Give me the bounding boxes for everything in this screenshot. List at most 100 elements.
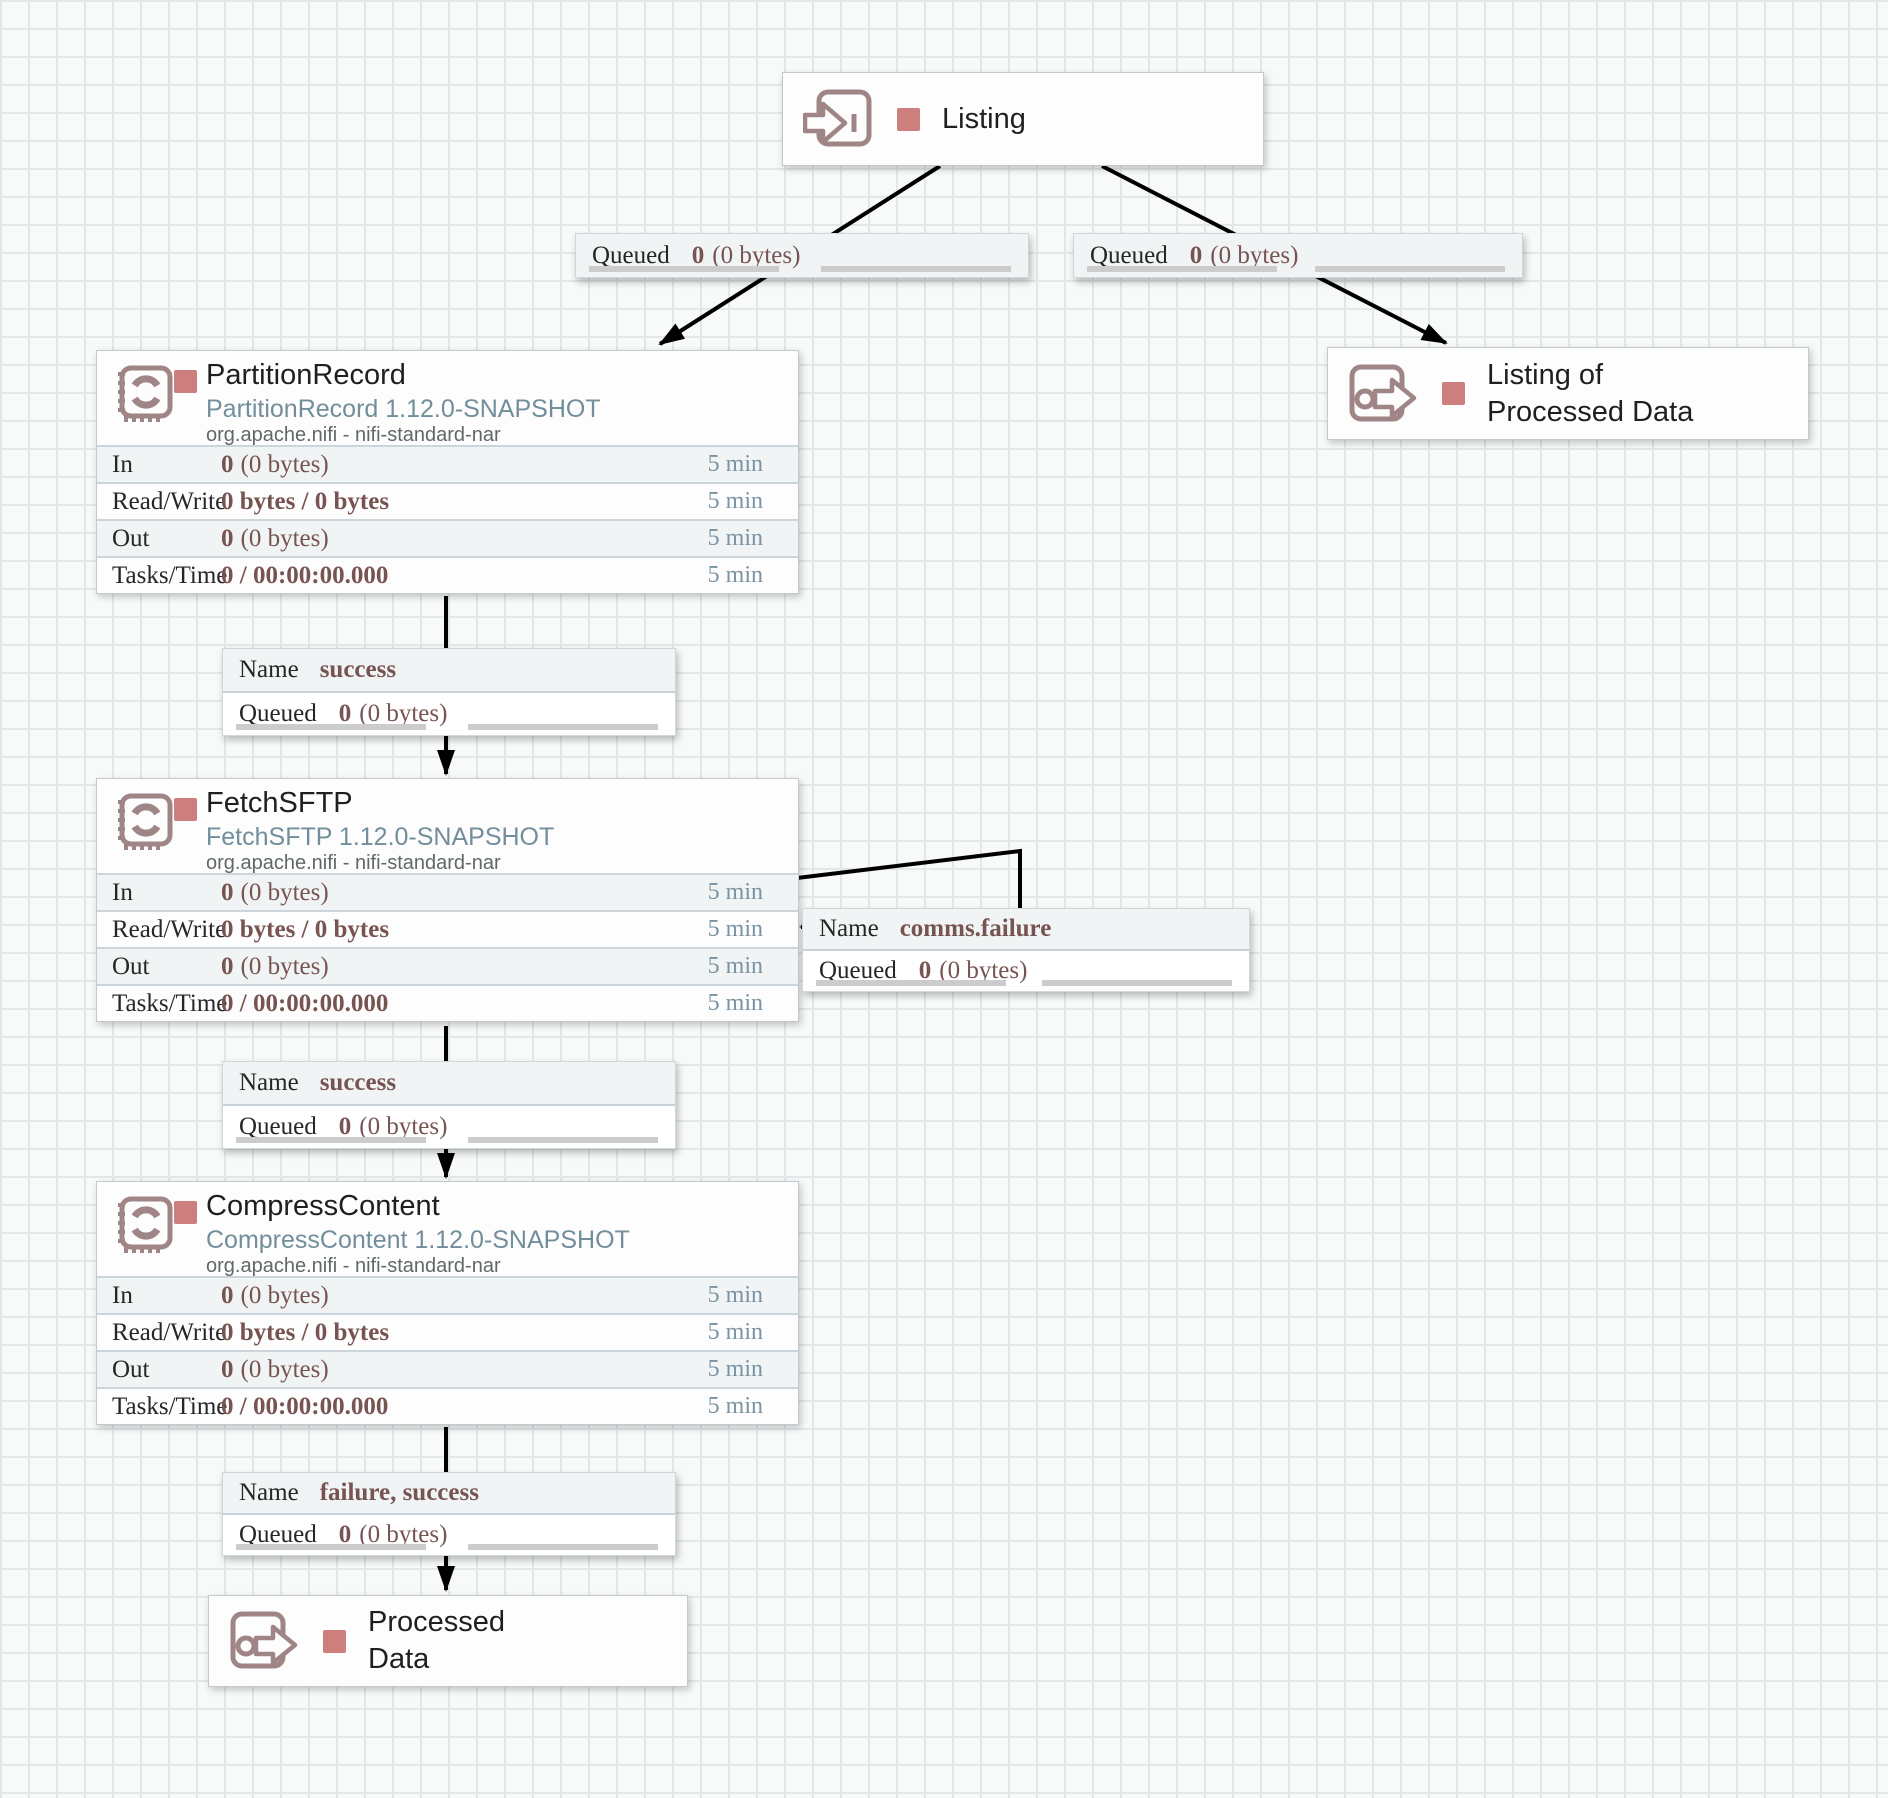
queue-count-bar bbox=[236, 1544, 426, 1550]
queue-count-bar bbox=[589, 266, 779, 272]
queue-count-bar bbox=[816, 980, 1006, 986]
queued-size: (0 bytes) bbox=[359, 700, 448, 727]
name-value: success bbox=[319, 1069, 397, 1096]
stat-period: 5 min bbox=[707, 562, 763, 588]
queued-count: 0 bbox=[918, 957, 932, 984]
processor-name: CompressContent bbox=[206, 1190, 440, 1222]
port-name: Listing bbox=[942, 102, 1026, 135]
queued-row: Queued 0 (0 bytes) bbox=[223, 693, 675, 735]
queued-key: Queued bbox=[592, 241, 670, 269]
stat-value-rest: (0 bytes) bbox=[240, 952, 329, 980]
processor-bundle: org.apache.nifi - nifi-standard-nar bbox=[206, 1255, 501, 1277]
stat-row-readwrite: Read/Write 0 bytes / 0 bytes 5 min bbox=[97, 1313, 798, 1350]
name-value: comms.failure bbox=[899, 915, 1052, 942]
name-row: Name success bbox=[223, 649, 675, 693]
connection-label-comms-failure[interactable]: Name comms.failure Queued 0 (0 bytes) bbox=[802, 908, 1250, 992]
input-port-listing[interactable]: Listing bbox=[782, 72, 1264, 166]
stat-row-taskstime: Tasks/Time 0 / 00:00:00.000 5 min bbox=[97, 556, 798, 593]
stat-label: Tasks/Time bbox=[112, 989, 228, 1017]
run-status-stopped-icon bbox=[174, 798, 197, 821]
stat-label: Read/Write bbox=[112, 487, 227, 515]
stat-period: 5 min bbox=[707, 879, 763, 905]
stat-period: 5 min bbox=[707, 990, 763, 1016]
run-status-stopped-icon bbox=[897, 107, 920, 131]
queued-row: Queued 0 (0 bytes) bbox=[803, 951, 1249, 991]
stat-label: In bbox=[112, 878, 133, 906]
queued-count: 0 bbox=[338, 700, 352, 727]
processor-type: PartitionRecord 1.12.0-SNAPSHOT bbox=[206, 395, 601, 423]
stat-label: Tasks/Time bbox=[112, 1392, 228, 1420]
stat-value-bold: 0 bbox=[221, 878, 234, 906]
queue-size-bar bbox=[468, 1137, 658, 1143]
stat-label: Read/Write bbox=[112, 1318, 227, 1346]
name-key: Name bbox=[239, 656, 299, 683]
queued-key: Queued bbox=[819, 957, 897, 984]
stat-value-rest: (0 bytes) bbox=[240, 878, 329, 906]
stat-row-readwrite: Read/Write 0 bytes / 0 bytes 5 min bbox=[97, 482, 798, 519]
queued-row: Queued 0 (0 bytes) bbox=[576, 234, 1028, 277]
processor-bundle: org.apache.nifi - nifi-standard-nar bbox=[206, 424, 501, 446]
stat-period: 5 min bbox=[707, 1319, 763, 1345]
input-port-icon bbox=[803, 89, 872, 147]
stat-value-bold: 0 / 00:00:00.000 bbox=[221, 1392, 389, 1420]
name-key: Name bbox=[239, 1479, 299, 1506]
stat-row-out: Out 0(0 bytes) 5 min bbox=[97, 947, 798, 984]
stat-value-rest: (0 bytes) bbox=[240, 1281, 329, 1309]
stat-value-bold: 0 bbox=[221, 952, 234, 980]
output-port-processed-data[interactable]: Processed Data bbox=[208, 1595, 688, 1687]
processor-name: FetchSFTP bbox=[206, 787, 353, 819]
queued-key: Queued bbox=[239, 1113, 317, 1140]
processor-name: PartitionRecord bbox=[206, 359, 406, 391]
stat-value-rest: (0 bytes) bbox=[240, 524, 329, 552]
queued-count: 0 bbox=[691, 241, 705, 269]
name-value: failure, success bbox=[319, 1479, 479, 1506]
queued-key: Queued bbox=[1090, 241, 1168, 269]
queued-key: Queued bbox=[239, 700, 317, 727]
queued-size: (0 bytes) bbox=[1210, 241, 1299, 269]
stat-period: 5 min bbox=[707, 488, 763, 514]
connection-label-queued-right[interactable]: Queued 0 (0 bytes) bbox=[1073, 233, 1523, 278]
stat-value-bold: 0 bytes / 0 bytes bbox=[221, 487, 390, 515]
stat-label: In bbox=[112, 450, 133, 478]
processor-header: FetchSFTP FetchSFTP 1.12.0-SNAPSHOT org.… bbox=[97, 779, 798, 874]
processor-compresscontent[interactable]: CompressContent CompressContent 1.12.0-S… bbox=[96, 1181, 799, 1425]
stat-value-bold: 0 bbox=[221, 450, 234, 478]
port-name-line1: Processed bbox=[368, 1606, 506, 1638]
name-row: Name success bbox=[223, 1062, 675, 1106]
run-status-stopped-icon bbox=[323, 1629, 346, 1653]
stat-value-bold: 0 / 00:00:00.000 bbox=[221, 989, 389, 1017]
stat-row-out: Out 0(0 bytes) 5 min bbox=[97, 519, 798, 556]
queue-count-bar bbox=[1087, 266, 1277, 272]
port-name-line1: Listing of bbox=[1487, 358, 1604, 391]
stat-value-bold: 0 bytes / 0 bytes bbox=[221, 1318, 390, 1346]
processor-fetchsftp[interactable]: FetchSFTP FetchSFTP 1.12.0-SNAPSHOT org.… bbox=[96, 778, 799, 1022]
stat-label: Out bbox=[112, 952, 150, 980]
stat-period: 5 min bbox=[707, 1282, 763, 1308]
stat-period: 5 min bbox=[707, 916, 763, 942]
queue-size-bar bbox=[468, 1544, 658, 1550]
connection-label-success-1[interactable]: Name success Queued 0 (0 bytes) bbox=[222, 648, 676, 736]
stat-label: Read/Write bbox=[112, 915, 227, 943]
stat-value-bold: 0 bbox=[221, 1355, 234, 1383]
queued-row: Queued 0 (0 bytes) bbox=[223, 1515, 675, 1555]
processor-header: CompressContent CompressContent 1.12.0-S… bbox=[97, 1182, 798, 1277]
connection-label-success-2[interactable]: Name success Queued 0 (0 bytes) bbox=[222, 1061, 676, 1149]
output-port-listing-of-processed-data[interactable]: Listing of Processed Data bbox=[1327, 347, 1809, 440]
stat-row-out: Out 0(0 bytes) 5 min bbox=[97, 1350, 798, 1387]
connection-label-queued-left[interactable]: Queued 0 (0 bytes) bbox=[575, 233, 1029, 278]
stat-period: 5 min bbox=[707, 1393, 763, 1419]
connection-label-failure-success[interactable]: Name failure, success Queued 0 (0 bytes) bbox=[222, 1472, 676, 1556]
output-port-icon bbox=[230, 1611, 298, 1669]
run-status-stopped-icon bbox=[1442, 382, 1465, 405]
processor-partitionrecord[interactable]: PartitionRecord PartitionRecord 1.12.0-S… bbox=[96, 350, 799, 594]
stat-value-bold: 0 bbox=[221, 1281, 234, 1309]
port-name: Processed Data bbox=[368, 1604, 505, 1678]
processor-icon bbox=[118, 365, 173, 422]
stat-value-bold: 0 / 00:00:00.000 bbox=[221, 561, 389, 589]
queued-size: (0 bytes) bbox=[712, 241, 801, 269]
name-row: Name failure, success bbox=[223, 1473, 675, 1515]
processor-type: CompressContent 1.12.0-SNAPSHOT bbox=[206, 1226, 630, 1254]
queue-count-bar bbox=[236, 724, 426, 730]
stat-period: 5 min bbox=[707, 451, 763, 477]
queued-size: (0 bytes) bbox=[359, 1521, 448, 1548]
